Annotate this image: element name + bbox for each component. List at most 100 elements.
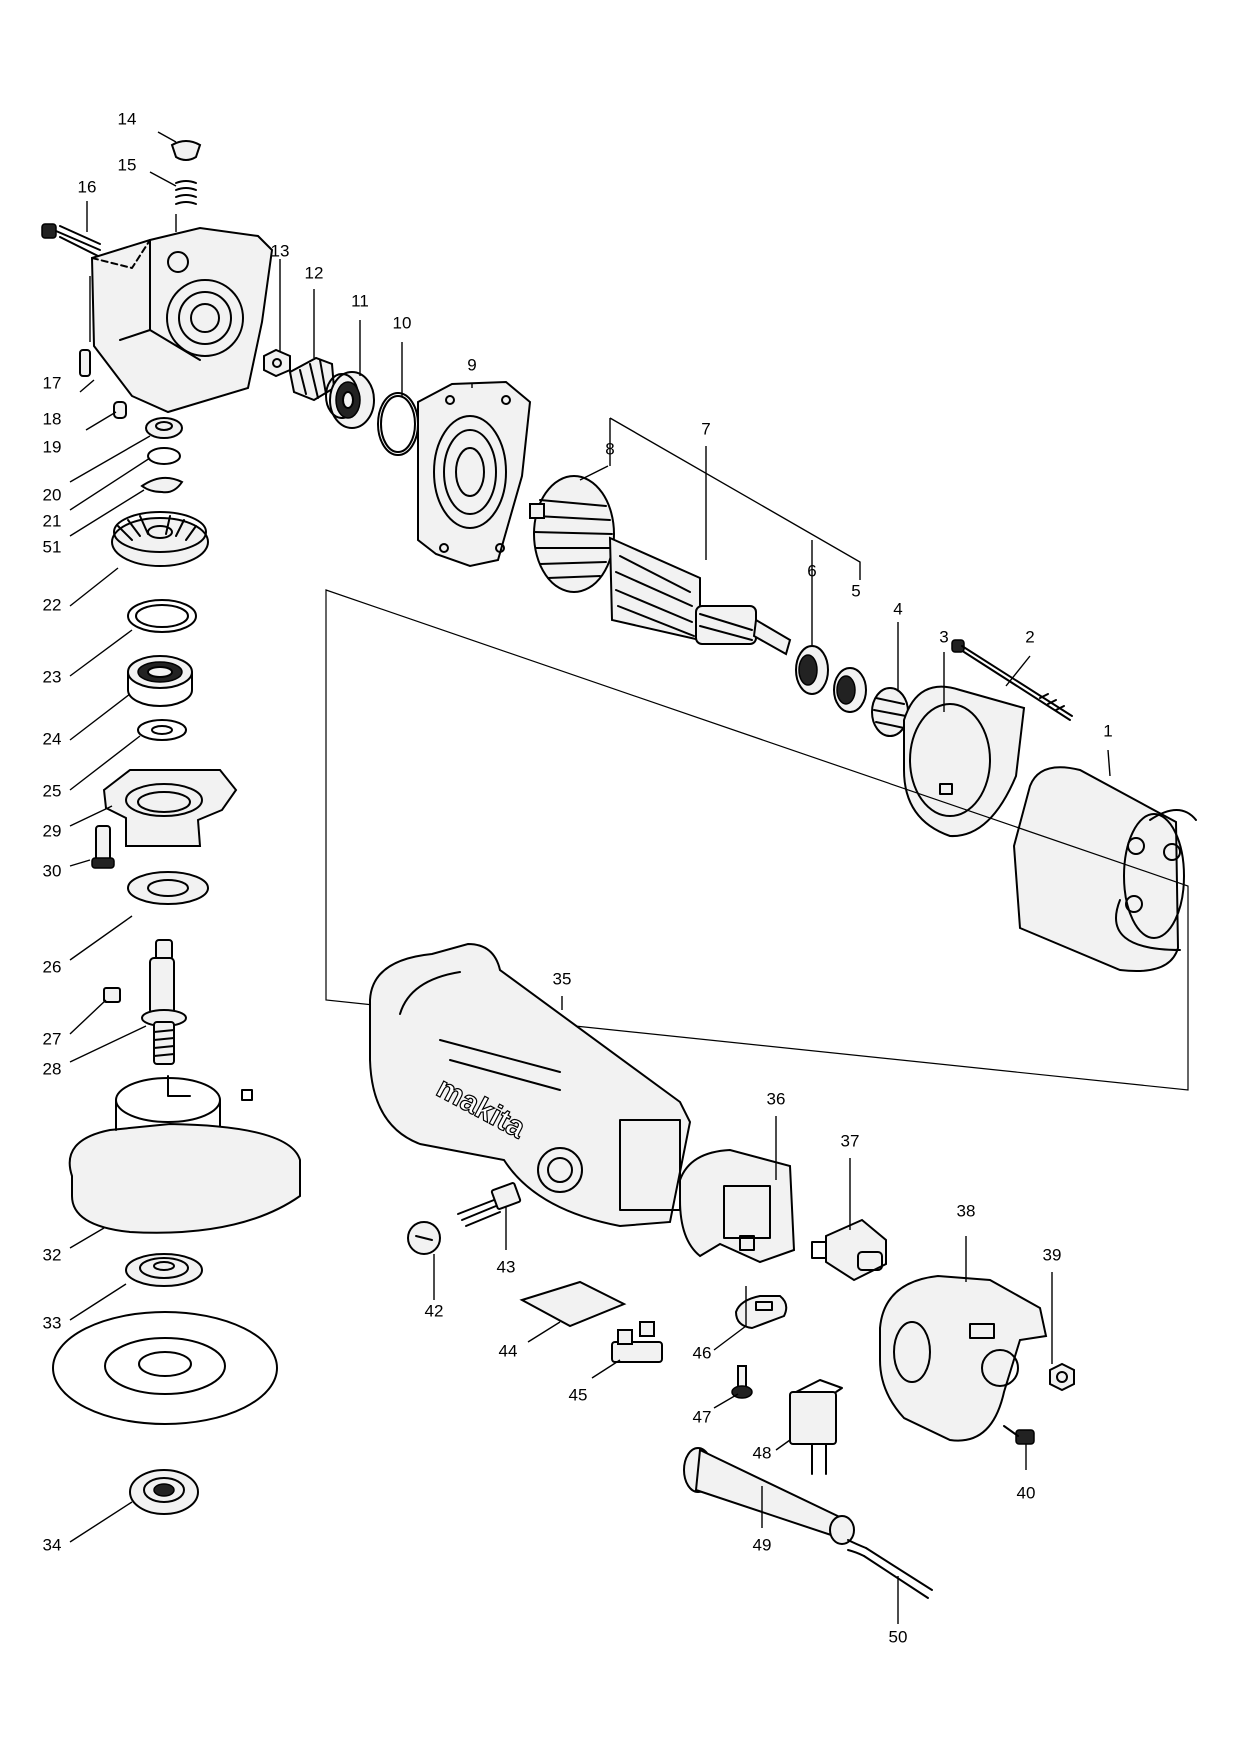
- part-depressed-center-wheel: [52, 1311, 278, 1425]
- part-48-noise-suppressor: [789, 1379, 843, 1475]
- callout-30: 30: [43, 861, 62, 880]
- callout-21: 21: [43, 511, 62, 530]
- callout-27: 27: [43, 1029, 62, 1048]
- callout-36: 36: [767, 1089, 786, 1108]
- part-22-spiral-bevel-gear: [111, 511, 209, 567]
- part-46-strain-relief: [734, 1295, 788, 1330]
- callout-22: 22: [43, 595, 62, 614]
- part-35-motor-housing: makita: [369, 942, 692, 1228]
- part-19-set-screw: [113, 401, 127, 419]
- part-6-ball-bearing: [795, 645, 829, 695]
- callout-15: 15: [118, 155, 137, 174]
- part-25-flat-washer: [137, 719, 187, 741]
- part-40-screw: [1003, 1425, 1035, 1445]
- callout-28: 28: [43, 1059, 62, 1078]
- part-33-inner-flange: [125, 1253, 203, 1287]
- callout-19: 19: [43, 437, 62, 456]
- part-8-fan: [529, 475, 615, 593]
- part-17-pin: [79, 349, 91, 377]
- part-2-hex-bolt: [951, 639, 1073, 721]
- callout-20: 20: [43, 485, 62, 504]
- part-1-field: [1012, 766, 1197, 972]
- part-14-lock-pin-cap: [170, 140, 202, 161]
- callout-50: 50: [889, 1627, 908, 1646]
- part-37-switch: [811, 1218, 887, 1282]
- callout-18: 18: [43, 409, 62, 428]
- callout-25: 25: [43, 781, 62, 800]
- callout-13: 13: [271, 241, 290, 260]
- part-29-bearing-box: [102, 769, 238, 847]
- part-34-lock-nut: [129, 1469, 199, 1515]
- callout-44: 44: [499, 1341, 518, 1360]
- part-5-ball-bearing: [833, 667, 867, 713]
- part-36-switch-holder: [679, 1148, 796, 1264]
- callout-numbers: 14 15 16 13 12 11 10 9 17 18 7 8 19 20 2…: [43, 109, 1113, 1646]
- callout-45: 45: [569, 1385, 588, 1404]
- callout-37: 37: [841, 1131, 860, 1150]
- part-3-baffle-plate: [903, 685, 1026, 838]
- part-16-screw: [41, 223, 101, 257]
- part-7-armature: [608, 536, 792, 656]
- callout-43: 43: [497, 1257, 516, 1276]
- callout-14: 14: [118, 109, 137, 128]
- callout-7: 7: [701, 419, 710, 438]
- part-18-gear-housing: [90, 226, 274, 414]
- callout-48: 48: [753, 1443, 772, 1462]
- part-20-bearing: [145, 417, 183, 439]
- callout-17: 17: [43, 373, 62, 392]
- callout-23: 23: [43, 667, 62, 686]
- callout-5: 5: [851, 581, 860, 600]
- part-23-retaining-ring: [127, 599, 197, 633]
- part-28-spindle: [141, 939, 187, 1065]
- callout-42: 42: [425, 1301, 444, 1320]
- part-44-name-plate: [519, 1280, 627, 1328]
- callout-29: 29: [43, 821, 62, 840]
- part-15-spring: [175, 180, 197, 205]
- callout-16: 16: [78, 177, 97, 196]
- callout-11: 11: [351, 291, 369, 310]
- callout-24: 24: [43, 729, 62, 748]
- part-13-hex-nut: [263, 348, 291, 378]
- callout-1: 1: [1103, 721, 1112, 740]
- callout-39: 39: [1043, 1245, 1062, 1264]
- part-51-washer: [140, 476, 184, 494]
- part-21-retaining-ring: [147, 447, 181, 465]
- callout-4: 4: [893, 599, 902, 618]
- callout-6: 6: [807, 561, 816, 580]
- callout-35: 35: [553, 969, 572, 988]
- callout-47: 47: [693, 1407, 712, 1426]
- part-43-carbon-brush: [457, 1182, 522, 1227]
- callout-10: 10: [393, 313, 412, 332]
- exploded-view-frame: [325, 589, 1189, 1091]
- callout-8: 8: [605, 439, 614, 458]
- part-49-cord-guard: [683, 1447, 855, 1545]
- callout-9: 9: [467, 355, 476, 374]
- part-11-ball-bearing: [325, 371, 375, 429]
- part-30-screw: [91, 825, 115, 869]
- part-24-ball-bearing: [127, 655, 193, 707]
- part-12-spiral-bevel-pinion: [288, 356, 336, 402]
- part-50-power-supply-cord: [847, 1539, 933, 1599]
- part-45-terminal: [611, 1321, 663, 1363]
- part-wheel-guard: [68, 1075, 301, 1234]
- part-10-o-ring: [377, 392, 419, 456]
- part-27-woodruff-key: [103, 987, 121, 1003]
- callout-32: 32: [43, 1245, 62, 1264]
- callout-33: 33: [43, 1313, 62, 1332]
- callout-49: 49: [753, 1535, 772, 1554]
- callout-46: 46: [693, 1343, 712, 1362]
- part-9-bearing-retainer: [417, 380, 532, 568]
- part-26-labyrinth-ring: [127, 871, 209, 905]
- part-38-rear-cover: [879, 1274, 1048, 1442]
- callout-38: 38: [957, 1201, 976, 1220]
- part-42-brush-holder-cap: [407, 1221, 441, 1255]
- leader-lines: [69, 131, 1111, 1624]
- part-39-hex-nut: [1049, 1362, 1075, 1392]
- callout-34: 34: [43, 1535, 62, 1554]
- callout-51: 51: [43, 537, 62, 556]
- callout-3: 3: [939, 627, 948, 646]
- callout-2: 2: [1025, 627, 1034, 646]
- callout-26: 26: [43, 957, 62, 976]
- callout-12: 12: [305, 263, 324, 282]
